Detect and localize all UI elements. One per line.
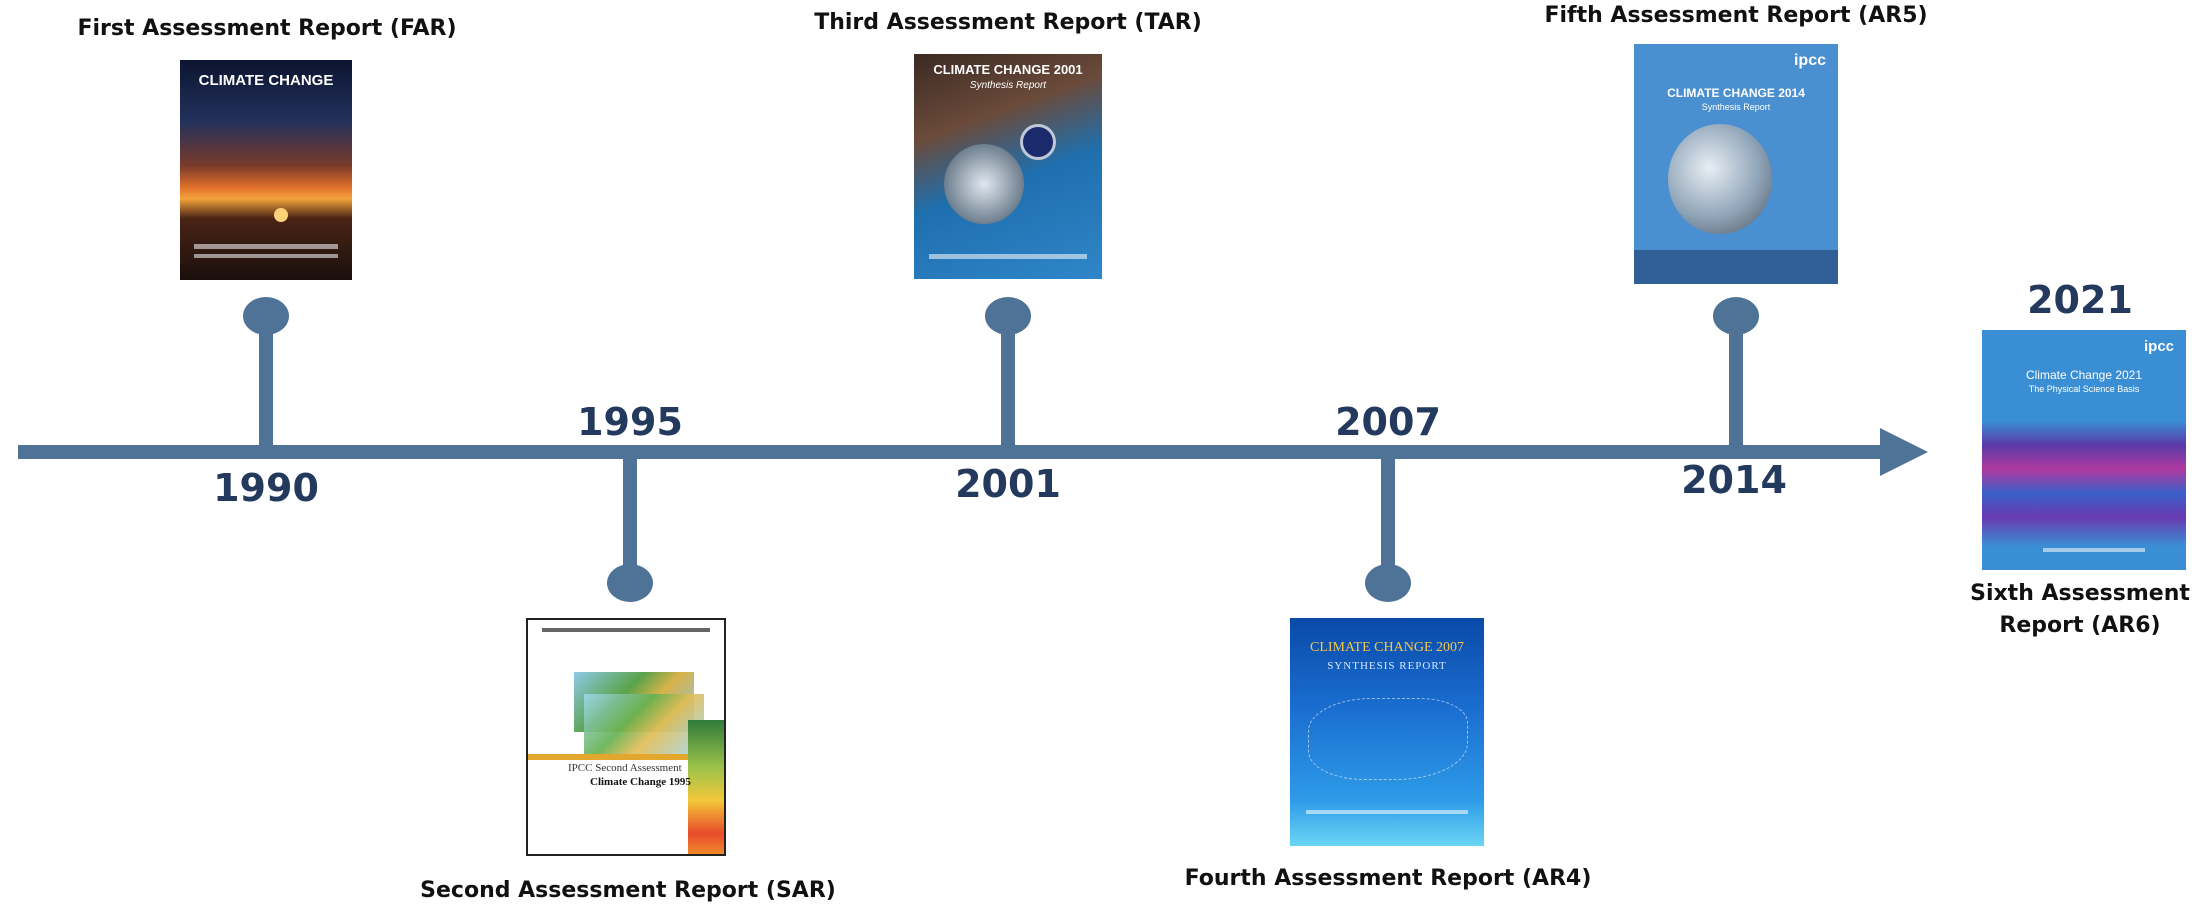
year-2021: 2021 [2027, 278, 2133, 322]
world-map-shape [584, 694, 704, 754]
tar-cover-small-print [929, 254, 1087, 259]
ar5-stem [1729, 318, 1743, 452]
far-stem [259, 318, 273, 452]
tar-cover-subtitle: Synthesis Report [969, 80, 1047, 91]
ipcc-logo: ipcc [1793, 52, 1826, 69]
ar4-cover-title: CLIMATE CHANGE 2007 [1310, 640, 1464, 655]
year-2001: 2001 [955, 462, 1061, 506]
far-cover-small-print [193, 254, 339, 258]
photo-circle [944, 144, 1024, 224]
ar6-cover: ipcc Climate Change 2021 The Physical Sc… [1982, 330, 2186, 570]
ar5-title: Fifth Assessment Report (AR5) [1544, 3, 1928, 28]
year-2007: 2007 [1335, 400, 1441, 444]
ar4-pin [1365, 564, 1411, 602]
sar-cover-subtitle: Climate Change 1995 [590, 776, 691, 788]
ar6-cover-title: Climate Change 2021 [2025, 368, 2143, 382]
timeline-arrowhead [1880, 428, 1928, 476]
timeline-axis [18, 445, 1888, 459]
tar-cover-title: CLIMATE CHANGE 2001 [933, 62, 1083, 77]
ar5-cover-subtitle: Synthesis Report [1701, 102, 1771, 112]
ar6-cover-small-print [2043, 548, 2146, 552]
ipcc-logo: ipcc [2143, 338, 2174, 355]
sar-color-bar [688, 720, 724, 854]
ar6-title: Sixth Assessment Report (AR6) [1970, 581, 2190, 638]
world-map-outline [1308, 698, 1468, 780]
sar-stem [623, 452, 637, 572]
sar-cover-title: IPCC Second Assessment [568, 762, 682, 774]
ar6-cover-subtitle: The Physical Science Basis [2028, 384, 2140, 394]
ar4-stem [1381, 452, 1395, 572]
year-1990: 1990 [213, 466, 319, 510]
far-title: First Assessment Report (FAR) [77, 16, 457, 41]
sar-pin [607, 564, 653, 602]
ar5-cover-title: CLIMATE CHANGE 2014 [1667, 86, 1805, 100]
year-2014: 2014 [1681, 458, 1787, 502]
sar-stripe [528, 754, 724, 760]
ar5-footer-band [1634, 250, 1838, 284]
year-1995: 1995 [577, 400, 683, 444]
tar-stem [1001, 318, 1015, 452]
far-cover-small-print [193, 244, 339, 249]
ar4-cover: CLIMATE CHANGE 2007 SYNTHESIS REPORT [1290, 618, 1484, 846]
far-cover: CLIMATE CHANGE [180, 60, 352, 280]
ar5-cover: ipcc CLIMATE CHANGE 2014 Synthesis Repor… [1634, 44, 1838, 284]
sar-header-rule [542, 628, 710, 632]
tar-title: Third Assessment Report (TAR) [814, 10, 1202, 35]
globe-shape [1020, 124, 1056, 160]
ar4-cover-subtitle: SYNTHESIS REPORT [1327, 660, 1447, 672]
sar-cover: IPCC Second Assessment Climate Change 19… [526, 618, 726, 856]
far-cover-title: CLIMATE CHANGE [198, 72, 334, 89]
sar-title: Second Assessment Report (SAR) [420, 878, 836, 903]
ar4-title: Fourth Assessment Report (AR4) [1184, 866, 1592, 891]
tar-cover: CLIMATE CHANGE 2001 Synthesis Report [914, 54, 1102, 279]
sun-shape [274, 208, 288, 222]
ar4-cover-small-print [1305, 810, 1469, 814]
photo-circle [1668, 124, 1772, 234]
